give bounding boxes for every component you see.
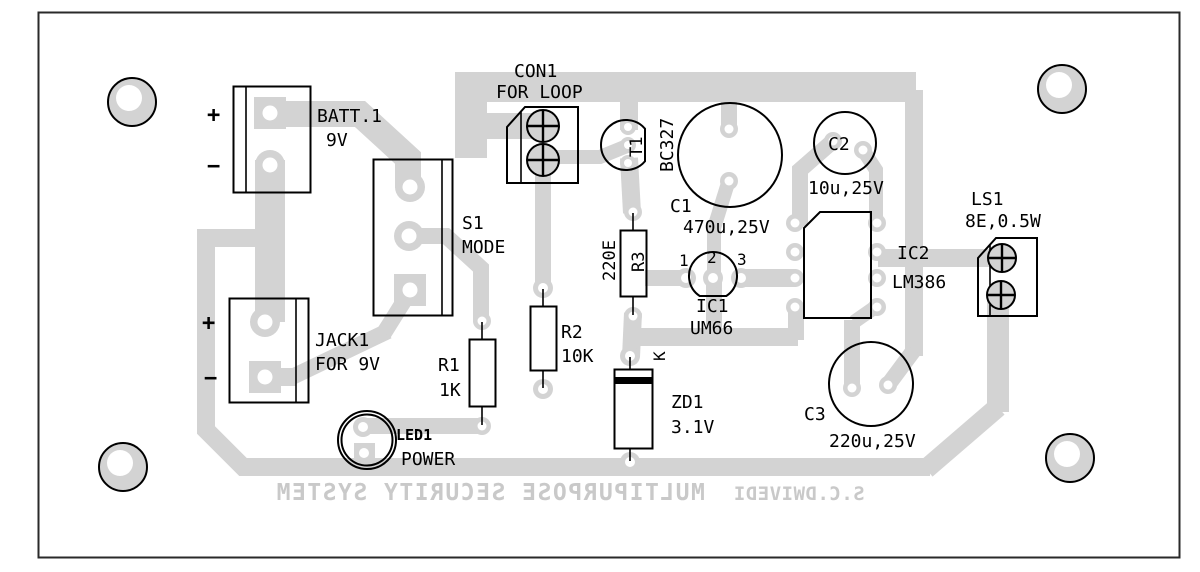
jack1-ref-label: JACK1	[315, 330, 369, 351]
pads	[249, 97, 897, 472]
ic2-dip8-outline	[803, 211, 872, 319]
r1-value-label: 1K	[439, 380, 461, 401]
ic1-pin2-label: 2	[707, 248, 717, 267]
batt1-value-label: 9V	[326, 130, 348, 151]
mirrored-author-text: S.C.DWIVEDI	[733, 483, 864, 505]
zd1-ref-label: ZD1	[671, 392, 704, 413]
s1-value-label: MODE	[462, 237, 505, 258]
c2-ref-label: C2	[828, 134, 850, 155]
c1-value-label: 470u,25V	[683, 217, 770, 238]
con1-screw-terminal	[506, 106, 579, 184]
jack1-minus-label: −	[204, 366, 217, 391]
ic1-to92-outline	[688, 251, 738, 297]
led1-ref-label: LED1	[396, 426, 432, 444]
ls1-ref-label: LS1	[971, 189, 1004, 210]
jack1-value-label: FOR 9V	[315, 354, 380, 375]
ic2-value-label: LM386	[892, 272, 946, 293]
c1-ref-label: C1	[670, 196, 692, 217]
led1-outline	[337, 410, 397, 470]
mounting-hole	[107, 77, 157, 127]
component-outlines	[228, 85, 1038, 470]
jack1-plus-label: +	[202, 311, 215, 336]
r1-ref-label: R1	[438, 355, 460, 376]
r3-value-label: 220E	[600, 240, 620, 281]
mounting-hole	[1045, 433, 1095, 483]
ic1-ref-label: IC1	[696, 296, 729, 317]
screw-head	[526, 143, 560, 177]
r2-value-label: 10K	[561, 346, 594, 367]
jack1-terminal-block	[228, 297, 310, 404]
ls1-screw-terminal	[977, 237, 1038, 317]
screw-head	[987, 243, 1017, 273]
mirrored-copper-text: MULTIPURPOSE SECURITY SYSTEM S.C.DWIVEDI	[275, 480, 865, 506]
c3-ref-label: C3	[804, 404, 826, 425]
c3-capacitor-outline	[828, 341, 914, 427]
c3-value-label: 220u,25V	[829, 431, 916, 452]
r1-resistor-outline	[468, 322, 497, 425]
led1-value-label: POWER	[401, 449, 455, 470]
r2-ref-label: R2	[561, 322, 583, 343]
screw-head	[526, 109, 560, 143]
ic1-pin3-label: 3	[737, 250, 747, 269]
r3-ref-label: R3	[629, 252, 649, 272]
zd1-cathode-mark-label: K	[650, 351, 669, 361]
s1-ref-label: S1	[462, 213, 484, 234]
zd1-value-label: 3.1V	[671, 417, 715, 438]
r3-resistor-outline	[619, 213, 648, 315]
mounting-hole	[1037, 64, 1087, 114]
t1-transistor-outline	[600, 119, 646, 171]
t1-ref-label: T1	[627, 137, 647, 157]
mounting-hole	[98, 442, 148, 492]
con1-ref-label: CON1	[514, 61, 557, 82]
batt1-ref-label: BATT.1	[317, 106, 382, 127]
ls1-value-label: 8E,0.5W	[965, 211, 1041, 232]
ic1-pin1-label: 1	[679, 251, 689, 270]
zd1-diode-outline	[613, 357, 654, 461]
silkscreen-labels: + − BATT.1 9V + − JACK1 FOR 9V S1 MODE C…	[202, 61, 1041, 470]
screw-head	[986, 280, 1016, 310]
c2-value-label: 10u,25V	[808, 178, 884, 199]
ic1-value-label: UM66	[690, 318, 733, 339]
r2-resistor-outline	[529, 289, 558, 388]
batt1-plus-label: +	[207, 103, 220, 128]
batt1-terminal-block	[232, 85, 312, 194]
c2-capacitor-outline	[813, 111, 877, 175]
s1-switch-outline	[372, 158, 454, 317]
con1-value-label: FOR LOOP	[496, 82, 583, 103]
c1-capacitor-outline	[677, 102, 783, 208]
ic2-ref-label: IC2	[897, 243, 930, 264]
mounting-holes	[98, 64, 1095, 492]
board-outline	[37, 11, 1181, 559]
batt1-minus-label: −	[207, 154, 220, 179]
t1-value-label: BC327	[657, 118, 678, 172]
mirrored-title-text: MULTIPURPOSE SECURITY SYSTEM	[275, 480, 705, 506]
